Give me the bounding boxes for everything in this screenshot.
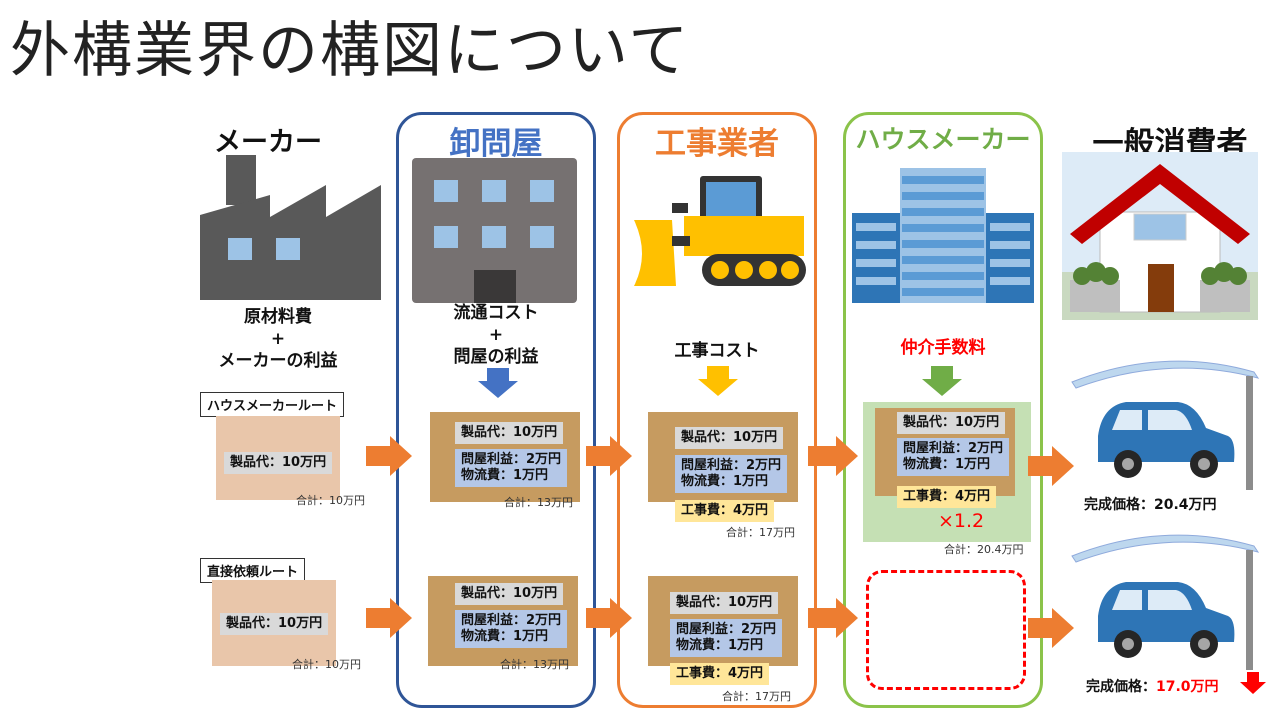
total-label: 合計：13万円	[500, 658, 569, 671]
housemaker-heading: ハウスメーカー	[855, 125, 1031, 154]
maker-note-line3: メーカーの利益	[218, 351, 338, 371]
work-label: 工事費：4万円	[897, 486, 997, 508]
final-price-direct: 完成価格：17.0万円	[1086, 676, 1219, 696]
right-arrow-icon	[1028, 446, 1074, 486]
housemaker-note: 仲介手数料	[900, 338, 986, 358]
profit-label: 問屋利益：2万円	[903, 441, 1004, 456]
profit-logistics-label: 問屋利益：2万円 物流費：1万円	[455, 610, 568, 648]
empty-housemaker-slot	[866, 570, 1026, 690]
house-icon	[1062, 152, 1258, 320]
right-arrow-icon	[808, 598, 858, 638]
maker-heading: メーカー	[214, 127, 322, 158]
housemaker-panel	[843, 112, 1043, 708]
page-title: 外構業界の構図について	[10, 16, 691, 86]
product-label: 製品代：10万円	[455, 583, 564, 605]
wholesaler-note-line2: +	[488, 325, 504, 345]
down-arrow-icon	[698, 366, 738, 396]
office-tower-icon	[852, 168, 1034, 303]
total-label: 合計：10万円	[292, 658, 361, 671]
product-label: 製品代：10万円	[675, 427, 784, 449]
right-arrow-icon	[1028, 608, 1074, 648]
product-label: 製品代：10万円	[220, 613, 329, 635]
total-label: 合計：13万円	[504, 496, 573, 509]
profit-label: 問屋利益：2万円	[461, 452, 562, 467]
contractor-panel	[617, 112, 817, 708]
product-label: 製品代：10万円	[897, 412, 1006, 434]
housemaker-route-label: ハウスメーカールート	[200, 392, 345, 417]
right-arrow-icon	[586, 436, 632, 476]
contractor-note: 工事コスト	[674, 341, 760, 361]
wholesaler-panel	[396, 112, 596, 708]
total-label: 合計：10万円	[296, 494, 365, 507]
work-label: 工事費：4万円	[675, 500, 775, 522]
final-price-label: 完成価格：	[1086, 679, 1156, 695]
direct-route-label: 直接依頼ルート	[200, 558, 306, 583]
wholesaler-note: 流通コスト + 問屋の利益	[426, 302, 566, 368]
logistics-label: 物流費：1万円	[461, 468, 549, 483]
right-arrow-icon	[586, 598, 632, 638]
maker-note-line2: +	[270, 329, 286, 349]
profit-logistics-label: 問屋利益：2万円 物流費：1万円	[670, 619, 783, 657]
logistics-label: 物流費：1万円	[903, 457, 991, 472]
right-arrow-icon	[366, 436, 412, 476]
price-down-arrow-icon	[1240, 672, 1266, 694]
profit-logistics-label: 問屋利益：2万円 物流費：1万円	[675, 455, 788, 493]
profit-label: 問屋利益：2万円	[681, 458, 782, 473]
factory-icon	[200, 155, 381, 300]
bulldozer-icon	[634, 176, 806, 286]
carport-car-icon	[1071, 534, 1260, 670]
work-label: 工事費：4万円	[670, 663, 770, 685]
profit-label: 問屋利益：2万円	[676, 622, 777, 637]
total-label: 合計：20.4万円	[944, 543, 1024, 556]
total-label: 合計：17万円	[722, 690, 791, 703]
down-arrow-icon	[478, 368, 518, 398]
profit-logistics-label: 問屋利益：2万円 物流費：1万円	[455, 449, 568, 487]
contractor-heading: 工事業者	[655, 126, 779, 162]
product-label: 製品代：10万円	[455, 422, 564, 444]
maker-note: 原材料費 + メーカーの利益	[208, 306, 348, 372]
multiplier-label: ×1.2	[938, 510, 985, 532]
wholesaler-note-line1: 流通コスト	[453, 303, 539, 323]
product-label: 製品代：10万円	[670, 592, 779, 614]
right-arrow-icon	[366, 598, 412, 638]
profit-label: 問屋利益：2万円	[461, 613, 562, 628]
final-price-housemaker: 完成価格：20.4万円	[1084, 497, 1217, 513]
right-arrow-icon	[808, 436, 858, 476]
logistics-label: 物流費：1万円	[461, 629, 549, 644]
maker-note-line1: 原材料費	[244, 307, 312, 327]
logistics-label: 物流費：1万円	[676, 638, 764, 653]
carport-car-icon	[1071, 360, 1260, 490]
building-icon	[412, 158, 577, 303]
final-price-value: 17.0万円	[1156, 679, 1219, 695]
wholesaler-heading: 卸問屋	[449, 126, 543, 162]
profit-logistics-label: 問屋利益：2万円 物流費：1万円	[897, 438, 1010, 476]
total-label: 合計：17万円	[726, 526, 795, 539]
down-arrow-icon	[922, 366, 962, 396]
wholesaler-note-line3: 問屋の利益	[453, 347, 539, 367]
product-label: 製品代：10万円	[224, 452, 333, 474]
logistics-label: 物流費：1万円	[681, 474, 769, 489]
